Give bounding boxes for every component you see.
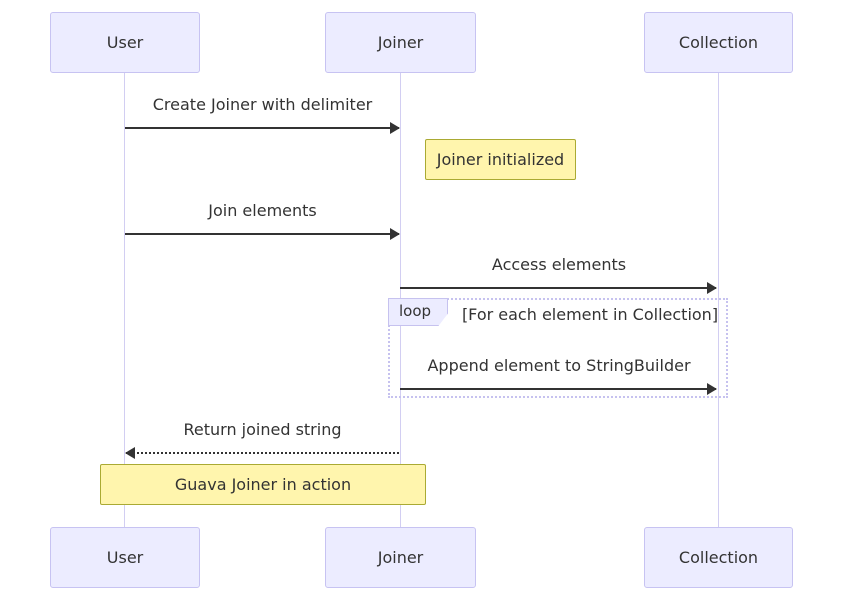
lifeline-collection	[718, 73, 719, 527]
note-joiner-initialized: Joiner initialized	[425, 139, 576, 180]
message-access-elements-label: Access elements	[491, 255, 627, 274]
actor-user-bottom: User	[50, 527, 200, 588]
message-return-string-arrow	[125, 447, 399, 459]
message-join-elements-label: Join elements	[208, 201, 317, 220]
actor-user-label: User	[106, 33, 144, 52]
message-return-string-label: Return joined string	[183, 420, 342, 439]
note-guava-joiner-label: Guava Joiner in action	[174, 475, 352, 494]
actor-joiner-top: Joiner	[325, 12, 476, 73]
message-append-element-arrow	[400, 383, 717, 395]
message-access-elements-arrow	[400, 282, 717, 294]
note-joiner-initialized-label: Joiner initialized	[436, 150, 565, 169]
actor-collection-label: Collection	[678, 33, 759, 52]
loop-fragment: loop [For each element in Collection]	[388, 298, 728, 398]
message-create-joiner-arrow	[125, 122, 400, 134]
message-append-element-label: Append element to StringBuilder	[427, 356, 691, 375]
message-create-joiner-label: Create Joiner with delimiter	[152, 95, 373, 114]
actor-user-label-bottom: User	[106, 548, 144, 567]
loop-condition: [For each element in Collection]	[461, 305, 719, 324]
actor-joiner-label-bottom: Joiner	[377, 548, 424, 567]
actor-joiner-bottom: Joiner	[325, 527, 476, 588]
loop-label: loop	[388, 298, 449, 326]
actor-user-top: User	[50, 12, 200, 73]
actor-collection-bottom: Collection	[644, 527, 793, 588]
actor-joiner-label: Joiner	[377, 33, 424, 52]
actor-collection-label-bottom: Collection	[678, 548, 759, 567]
message-join-elements-arrow	[125, 228, 400, 240]
lifeline-user	[124, 73, 125, 527]
note-guava-joiner: Guava Joiner in action	[100, 464, 426, 505]
actor-collection-top: Collection	[644, 12, 793, 73]
